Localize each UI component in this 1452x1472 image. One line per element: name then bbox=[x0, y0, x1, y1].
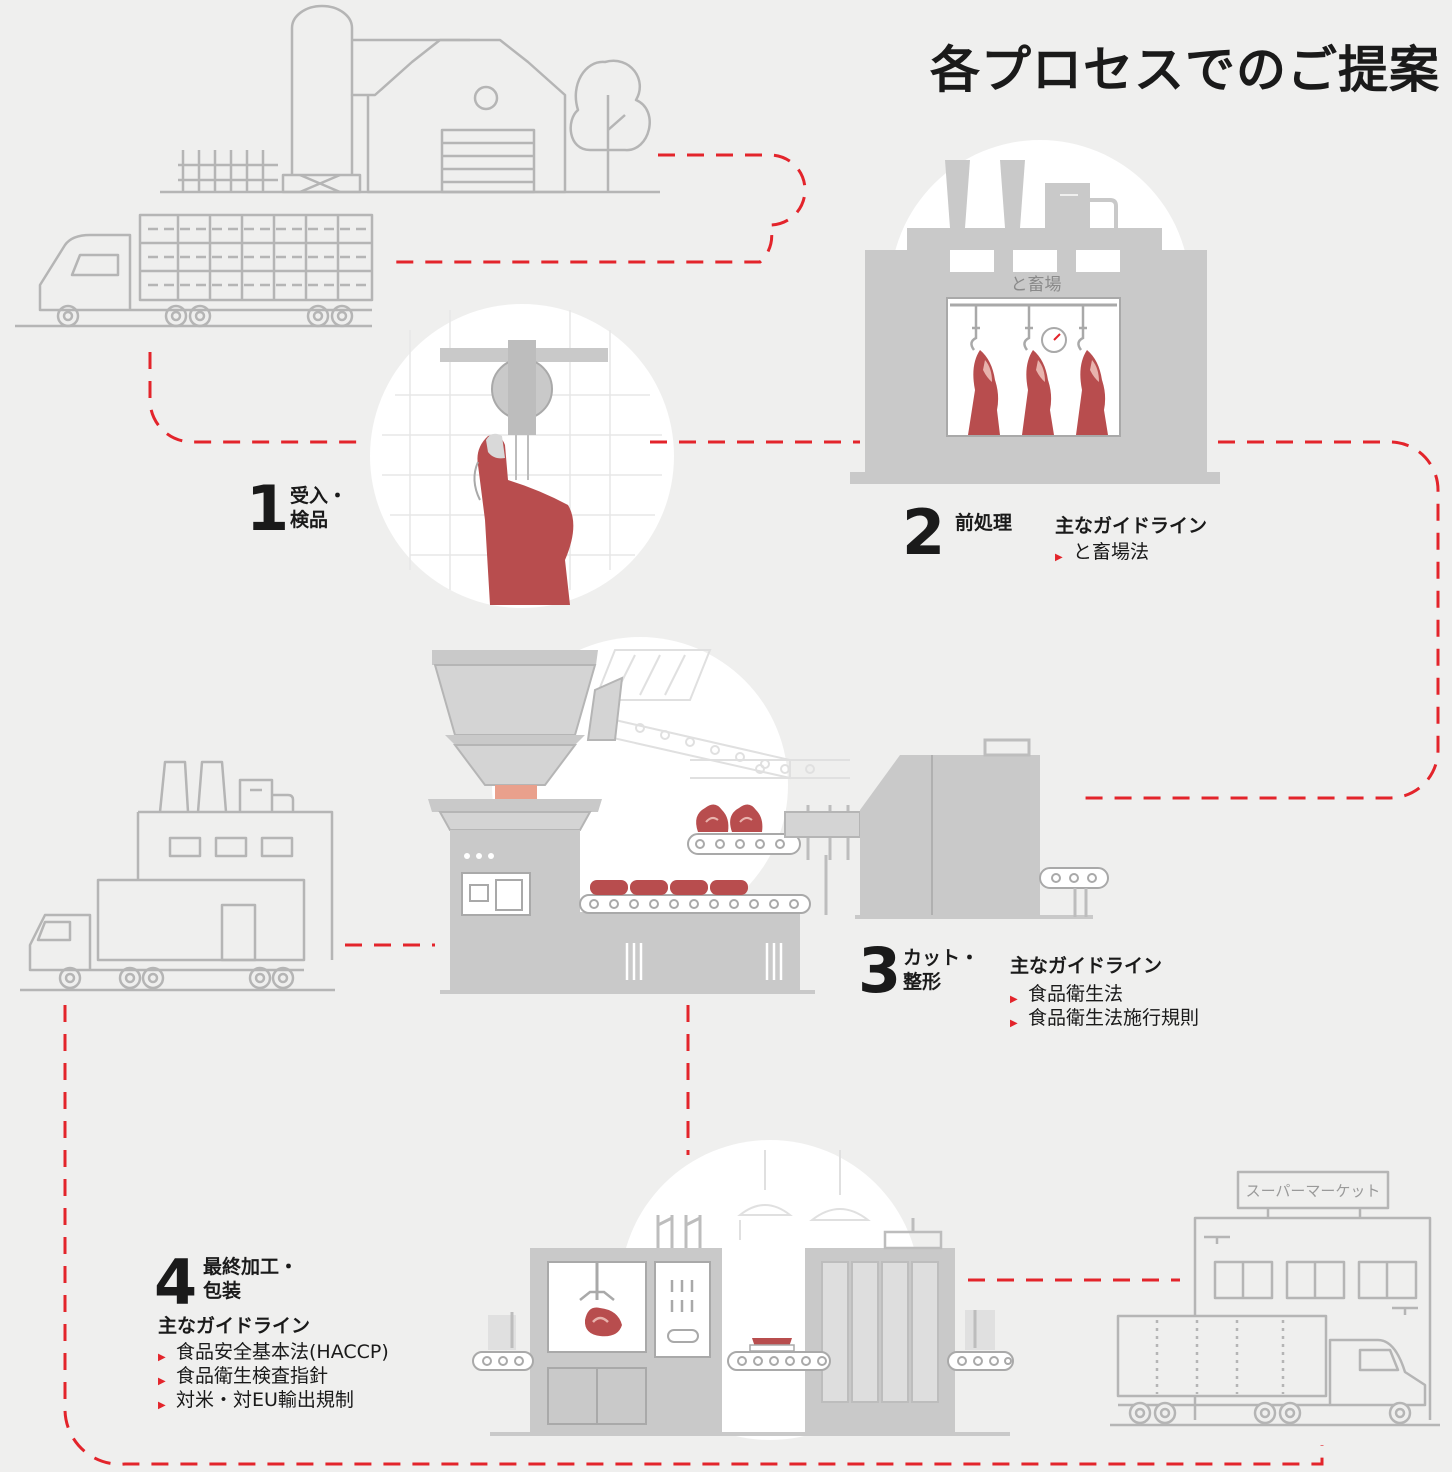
barn-icon bbox=[350, 38, 567, 194]
step-4-number: 4 bbox=[154, 1246, 198, 1319]
step-1-name-line2: 検品 bbox=[290, 509, 329, 531]
guideline-item: 食品衛生検査指針 bbox=[158, 1364, 389, 1394]
farm-illustration bbox=[160, 4, 660, 194]
step-4-guidelines: 食品安全基本法(HACCP) 食品衛生検査指針 対米・対EU輸出規制 bbox=[158, 1340, 389, 1418]
supermarket-sign: スーパーマーケット bbox=[1246, 1182, 1381, 1200]
step-2-name: 前処理 bbox=[955, 512, 1013, 534]
silo-icon bbox=[281, 4, 362, 194]
steak-icon bbox=[696, 804, 763, 832]
step-1-name: 受入・ 検品 bbox=[290, 484, 347, 532]
step-2-number: 2 bbox=[902, 496, 946, 569]
step-4-guidelines-title: 主なガイドライン bbox=[158, 1315, 311, 1337]
slaughterhouse-sign: と畜場 bbox=[1011, 275, 1062, 295]
process-flow-line bbox=[63, 153, 1440, 1466]
step-4-name: 最終加工・ 包装 bbox=[203, 1255, 298, 1303]
step-4-name-line2: 包装 bbox=[203, 1280, 242, 1302]
guideline-item: と畜場法 bbox=[1055, 540, 1149, 570]
sausages-icon bbox=[590, 880, 748, 895]
step-3-number: 3 bbox=[858, 934, 902, 1007]
livestock-truck-illustration bbox=[15, 213, 374, 328]
guideline-item: 食品衛生法施行規則 bbox=[1010, 1006, 1199, 1036]
packaging-line-illustration bbox=[472, 1150, 1014, 1436]
step-3-guidelines: 食品衛生法 食品衛生法施行規則 bbox=[1010, 982, 1199, 1036]
step-3-name-line1: カット・ bbox=[903, 947, 980, 969]
step-4-name-line1: 最終加工・ bbox=[203, 1256, 299, 1278]
cutting-line-illustration bbox=[428, 649, 1109, 994]
step-3-name-line2: 整形 bbox=[903, 971, 942, 993]
fence-icon bbox=[178, 150, 278, 192]
step-2-guidelines-title: 主なガイドライン bbox=[1055, 515, 1208, 537]
step-1-number: 1 bbox=[246, 472, 290, 545]
slaughterhouse-illustration: と畜場 bbox=[850, 160, 1220, 484]
inspection-illustration bbox=[382, 310, 662, 605]
guideline-item: 食品安全基本法(HACCP) bbox=[158, 1340, 389, 1370]
supermarket-illustration bbox=[1110, 1170, 1440, 1427]
guideline-item: 食品衛生法 bbox=[1010, 982, 1199, 1012]
processing-plant-truck-illustration bbox=[20, 760, 335, 992]
tree-icon bbox=[569, 59, 651, 192]
step-3-guidelines-title: 主なガイドライン bbox=[1010, 955, 1163, 977]
page-title: 各プロセスでのご提案 bbox=[930, 41, 1440, 99]
step-3-name: カット・ 整形 bbox=[903, 946, 979, 994]
step-1-name-line1: 受入・ bbox=[290, 485, 348, 507]
guideline-item: 対米・対EU輸出規制 bbox=[158, 1388, 389, 1418]
step-2-guidelines: と畜場法 bbox=[1055, 540, 1149, 570]
